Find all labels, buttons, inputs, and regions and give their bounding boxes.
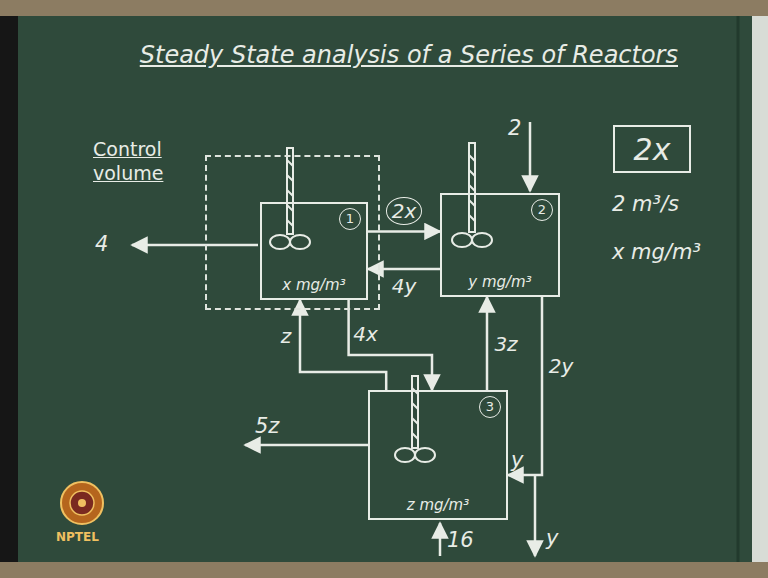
agitator-shaft: [469, 143, 475, 232]
flow-label: 2 m³/s: [612, 192, 679, 216]
control-volume: Control volume1x mg/m³: [205, 155, 380, 310]
agitator-shaft: [287, 148, 293, 234]
frame-right: [752, 16, 768, 562]
frame-top: [0, 0, 768, 16]
reactor-number: 3: [479, 396, 501, 418]
flow-rate-label: 2y: [547, 355, 576, 377]
flow-label: x mg/m³: [612, 240, 701, 264]
concentration-label: z mg/m³: [370, 496, 506, 514]
reactor-number: 1: [339, 208, 361, 230]
outflow-pipe: [534, 475, 537, 556]
flow-rate-label: 2x: [386, 197, 423, 225]
reactor-number: 2: [531, 199, 553, 221]
shaft-hatching: [287, 160, 293, 226]
concentration-label: x mg/m³: [262, 276, 366, 294]
flow-label: y: [546, 526, 558, 550]
outflow-pipe: [132, 244, 258, 247]
flow-rate-label: 4y: [390, 275, 419, 297]
boxed-term-text: 2x: [634, 132, 671, 167]
impeller: [472, 233, 492, 247]
flow-label: 5z: [255, 414, 279, 438]
flow-label: 4: [95, 232, 108, 256]
concentration-label: y mg/m³: [442, 273, 558, 291]
impeller: [290, 235, 310, 249]
flow-label: y: [511, 448, 523, 472]
pipe-connector: [486, 297, 489, 390]
flow-label: 16: [447, 528, 474, 552]
region-heading: Control volume: [93, 137, 193, 185]
flow-rate-label: 3z: [492, 333, 519, 355]
impeller: [415, 448, 435, 462]
board-title: Steady State analysis of a Series of Rea…: [112, 38, 678, 72]
shaft-hatching: [469, 155, 475, 221]
reactor-tank: 2 y mg/m³: [440, 193, 560, 297]
board-edge: [737, 16, 740, 562]
shaft-hatching: [412, 388, 418, 439]
logo-text: NPTEL: [56, 530, 99, 544]
impeller: [452, 233, 472, 247]
reactor-tank: 1 x mg/m³: [260, 202, 368, 300]
boxed-term: 2x: [613, 125, 691, 173]
inflow-pipe: [529, 122, 532, 191]
inflow-pipe: [439, 523, 442, 556]
impeller: [270, 235, 290, 249]
pipe-connector: [300, 300, 386, 390]
frame-left: [0, 0, 18, 578]
reactor-tank: 3 z mg/m³: [368, 390, 508, 520]
impeller: [395, 448, 415, 462]
frame-bottom: [0, 562, 768, 578]
flow-label: 2: [508, 116, 521, 140]
outflow-pipe: [245, 444, 368, 447]
agitator-shaft: [412, 376, 418, 448]
nptel-logo: [61, 482, 103, 524]
pipe-connector: [508, 297, 542, 475]
pipe-connector: [349, 300, 432, 390]
flow-rate-label: z: [279, 325, 294, 347]
flow-rate-label: 4x: [351, 323, 380, 345]
